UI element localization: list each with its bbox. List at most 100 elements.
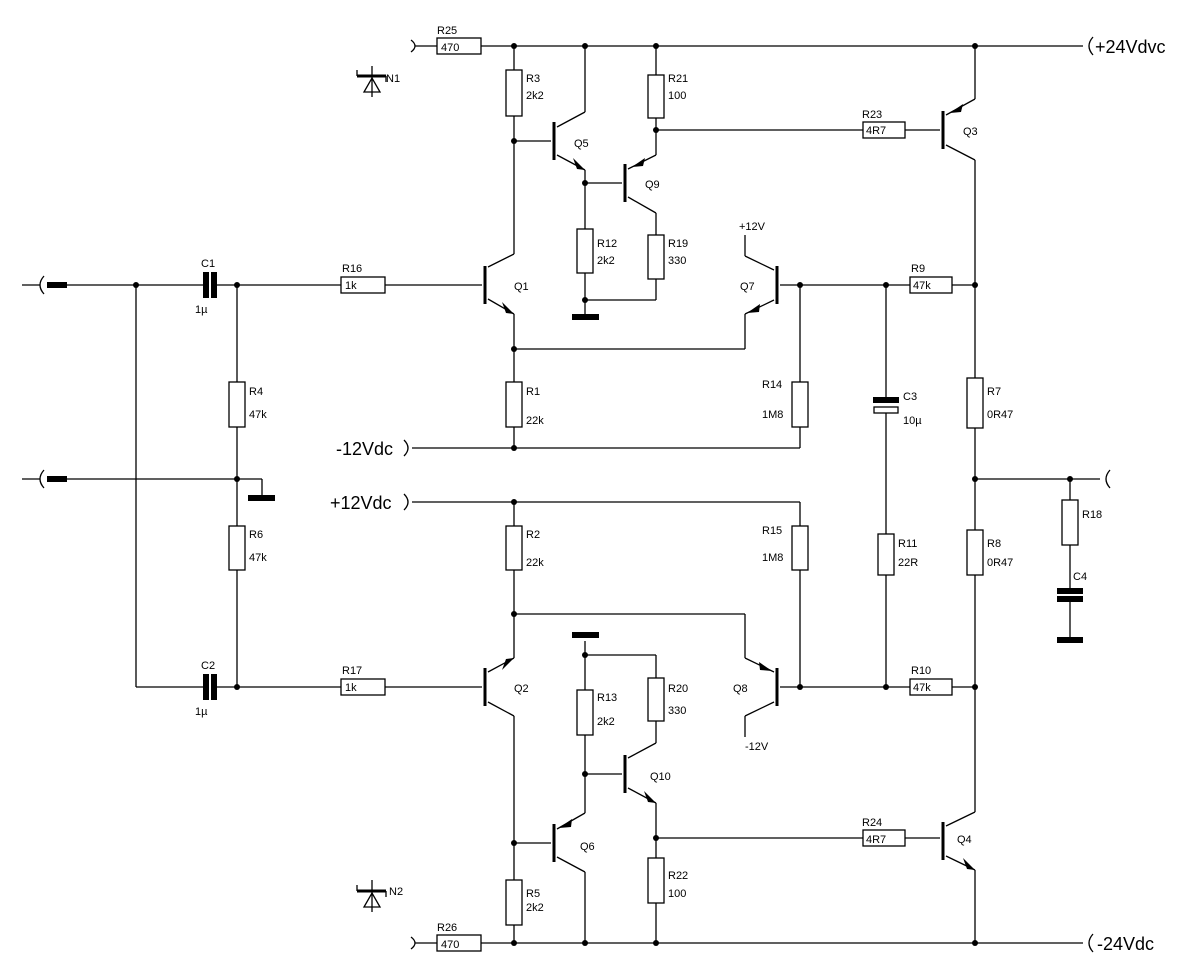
q3-emitter-arrow: [950, 104, 963, 113]
resistor-R21-name: R21: [668, 73, 688, 85]
q8-supply-label: -12V: [745, 741, 769, 753]
resistor-R2: R2 22k: [505, 525, 544, 571]
resistor-R25: R25 470: [436, 25, 482, 55]
resistor-R6: R6 47k: [228, 525, 267, 571]
resistor-R22: R22 100: [647, 857, 688, 904]
resistor-R15-value: 1M8: [762, 552, 783, 564]
resistor-R8-value: 0R47: [987, 557, 1013, 569]
transistor-Q6-label: Q6: [580, 841, 595, 853]
resistor-R11-value: 22R: [898, 557, 918, 569]
transistor-Q5-label: Q5: [574, 138, 589, 150]
resistor-R25-name: R25: [437, 25, 457, 37]
capacitor-C2-value: 1µ: [195, 706, 208, 718]
transistor-Q10-label: Q10: [650, 771, 671, 783]
q2-emitter-arrow: [502, 658, 514, 670]
transistor-Q3: Q3: [941, 104, 978, 149]
resistor-R23-value: 4R7: [866, 125, 886, 137]
resistor-R18-name: R18: [1082, 509, 1102, 521]
resistor-R16-name: R16: [342, 263, 362, 275]
transistor-Q9-label: Q9: [645, 179, 660, 191]
resistor-R5-value: 2k2: [526, 902, 544, 914]
resistor-R17-name: R17: [342, 665, 362, 677]
q8-emitter-arrow: [759, 662, 772, 671]
resistor-R26-name: R26: [437, 922, 457, 934]
rail-label-pos24: +24Vdvc: [1095, 37, 1166, 57]
resistor-R17: R17 1k: [340, 665, 386, 696]
transistor-Q8: Q8: [733, 662, 779, 706]
transistor-Q9: Q9: [623, 158, 660, 202]
transistor-Q7: Q7: [740, 266, 779, 313]
resistor-R11: R11 22R: [877, 533, 918, 576]
capacitor-C4-name: C4: [1073, 571, 1087, 583]
resistor-R26: R26 470: [436, 922, 482, 952]
neg24-terminal: [1088, 933, 1094, 953]
resistor-R24-value: 4R7: [866, 834, 886, 846]
transistor-Q5: Q5: [552, 122, 589, 170]
resistor-R21: R21 100: [647, 73, 688, 119]
resistor-R3-value: 2k2: [526, 90, 544, 102]
resistor-R5-name: R5: [526, 888, 540, 900]
resistor-R6-name: R6: [249, 529, 263, 541]
resistor-R14-name: R14: [762, 379, 782, 391]
resistor-R1-value: 22k: [526, 415, 544, 427]
resistor-R12-value: 2k2: [597, 255, 615, 267]
resistor-R7-value: 0R47: [987, 409, 1013, 421]
resistor-R23-name: R23: [862, 109, 882, 121]
capacitor-C2-name: C2: [201, 660, 215, 672]
resistor-R8: R8 0R47: [966, 529, 1013, 576]
capacitor-C3-value: 10µ: [903, 415, 922, 427]
transistor-Q2: Q2: [483, 658, 529, 706]
input1-terminal: [39, 275, 45, 295]
resistor-R10: R10 47k: [909, 665, 953, 696]
capacitor-C2: C2 1µ: [195, 660, 217, 718]
resistor-R15: R15 1M8: [762, 525, 809, 571]
rail-label-neg12: -12Vdc: [336, 439, 393, 459]
resistor-R14: R14 1M8: [762, 379, 809, 428]
transistor-Q1: Q1: [483, 266, 529, 314]
resistor-R22-value: 100: [668, 888, 686, 900]
q4-emitter-arrow: [963, 858, 975, 870]
resistor-R10-value: 47k: [913, 682, 931, 694]
resistor-R17-value: 1k: [345, 682, 357, 694]
rail-label-neg24: -24Vdc: [1097, 934, 1154, 954]
wires: [47, 45, 1100, 944]
resistor-R7-name: R7: [987, 386, 1001, 398]
resistor-R18: R18: [1061, 499, 1102, 546]
q5-emitter-arrow: [573, 158, 585, 170]
resistor-R10-name: R10: [911, 665, 931, 677]
resistor-R16: R16 1k: [340, 263, 386, 294]
q6-emitter-arrow: [559, 819, 572, 828]
resistor-R1: R1 22k: [505, 381, 544, 428]
resistor-R12-name: R12: [597, 238, 617, 250]
resistor-R12: R12 2k2: [576, 228, 617, 274]
resistor-R13-value: 2k2: [597, 716, 615, 728]
resistor-R8-name: R8: [987, 538, 1001, 550]
resistor-R19-value: 330: [668, 255, 686, 267]
capacitor-C4: C4: [1057, 571, 1087, 643]
resistor-R23: R23 4R7: [862, 109, 906, 139]
resistor-R5: R5 2k2: [505, 879, 544, 926]
resistor-R19: R19 330: [647, 234, 688, 280]
resistor-R22-name: R22: [668, 870, 688, 882]
resistor-R3: R3 2k2: [505, 69, 544, 117]
resistor-R24: R24 4R7: [862, 817, 906, 847]
resistor-R9-value: 47k: [913, 280, 931, 292]
resistor-R14-value: 1M8: [762, 409, 783, 421]
resistor-R13-name: R13: [597, 692, 617, 704]
capacitor-C1: C1 1µ: [195, 258, 217, 316]
resistor-R4: R4 47k: [228, 381, 267, 428]
capacitor-C1-value: 1µ: [195, 304, 208, 316]
q7-supply-label: +12V: [739, 221, 766, 233]
resistor-R21-value: 100: [668, 90, 686, 102]
neg12-terminal: [403, 439, 409, 457]
resistor-R24-name: R24: [862, 817, 882, 829]
q9-emitter-arrow: [632, 158, 645, 167]
resistor-R1-name: R1: [526, 386, 540, 398]
transistor-Q1-label: Q1: [514, 281, 529, 293]
resistor-R16-value: 1k: [345, 280, 357, 292]
diode-N1: N1: [356, 66, 400, 97]
capacitor-C3: C3 10µ: [873, 391, 922, 427]
rail-label-pos12: +12Vdc: [330, 493, 392, 513]
junctions: [133, 43, 1073, 946]
